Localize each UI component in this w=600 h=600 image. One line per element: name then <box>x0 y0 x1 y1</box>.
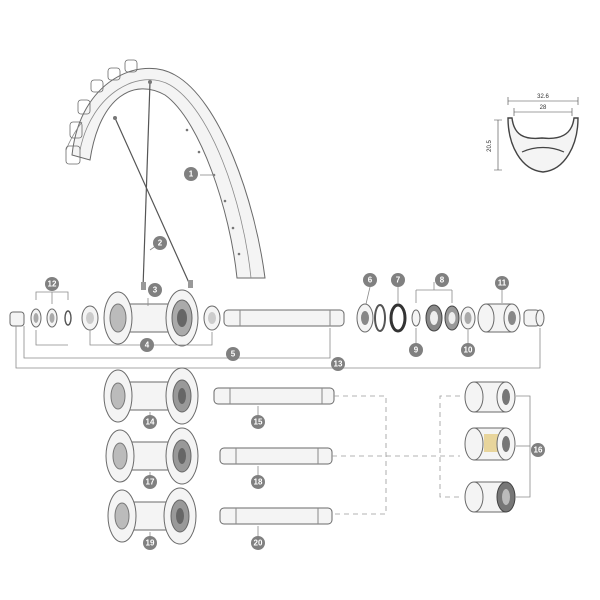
callout-7: 7 <box>391 273 405 287</box>
rim-outer-width-label: 32.6 <box>537 94 549 100</box>
callout-11: 11 <box>495 276 509 290</box>
lock-ring-6 <box>356 303 374 333</box>
svg-text:19: 19 <box>146 539 155 548</box>
svg-text:8: 8 <box>440 276 445 285</box>
callout-10: 10 <box>461 343 475 357</box>
svg-text:1: 1 <box>189 170 194 179</box>
callout-15: 15 <box>251 415 265 429</box>
spring-ring-9 <box>389 303 407 333</box>
callout-6: 6 <box>363 273 377 287</box>
hub-variant-17 <box>105 427 199 485</box>
bearing-10 <box>460 306 476 330</box>
axle-variant-15 <box>213 387 335 405</box>
callout-13: 13 <box>331 357 345 371</box>
svg-text:17: 17 <box>146 478 155 487</box>
callout-5: 5 <box>226 347 240 361</box>
callout-14: 14 <box>143 415 157 429</box>
svg-text:4: 4 <box>145 341 150 350</box>
callout-16: 16 <box>531 443 545 457</box>
hub-variant-19 <box>107 487 197 545</box>
hub-body-main <box>103 289 199 347</box>
rim-inner-width-label: 28 <box>540 105 547 111</box>
freehub-body-11 <box>477 303 521 333</box>
callout-18: 18 <box>251 475 265 489</box>
variant-links <box>149 395 531 542</box>
svg-text:7: 7 <box>396 276 401 285</box>
svg-text:12: 12 <box>48 280 57 289</box>
svg-text:2: 2 <box>158 239 163 248</box>
front-hub-assembly <box>9 289 545 347</box>
hub-variant-14 <box>103 367 199 425</box>
callout-12: 12 <box>45 277 59 291</box>
callout-4: 4 <box>140 338 154 352</box>
freehub-body-b <box>464 427 516 461</box>
svg-text:18: 18 <box>254 478 263 487</box>
svg-text:20: 20 <box>254 539 263 548</box>
ratchet-set-8 <box>411 304 460 332</box>
svg-text:3: 3 <box>153 286 158 295</box>
axle-variant-18 <box>219 447 333 465</box>
end-cap-left <box>9 311 25 327</box>
svg-text:14: 14 <box>146 418 155 427</box>
svg-text:5: 5 <box>231 350 236 359</box>
freehub-body-c <box>464 481 516 513</box>
callout-17: 17 <box>143 475 157 489</box>
svg-text:16: 16 <box>534 446 543 455</box>
axle-variant-20 <box>219 507 333 525</box>
callout-1: 1 <box>184 167 198 181</box>
spokes <box>113 80 193 290</box>
svg-text:11: 11 <box>498 279 507 288</box>
rim-profile-section: 32.6 28 20.5 <box>487 94 579 173</box>
o-ring-7 <box>374 304 386 332</box>
callout-8: 8 <box>435 273 449 287</box>
svg-text:10: 10 <box>464 346 473 355</box>
callout-2: 2 <box>153 236 167 250</box>
callout-20: 20 <box>251 536 265 550</box>
rim-height-label: 20.5 <box>487 140 493 152</box>
svg-text:6: 6 <box>368 276 373 285</box>
rim <box>65 59 266 279</box>
callout-3: 3 <box>148 283 162 297</box>
leader-lines <box>15 174 541 369</box>
main-axle <box>223 309 345 327</box>
svg-text:9: 9 <box>414 346 419 355</box>
callout-9: 9 <box>409 343 423 357</box>
callout-19: 19 <box>143 536 157 550</box>
freehub-body-a <box>464 381 516 413</box>
svg-text:13: 13 <box>334 360 343 369</box>
svg-text:15: 15 <box>254 418 263 427</box>
end-cap-right <box>523 309 545 327</box>
